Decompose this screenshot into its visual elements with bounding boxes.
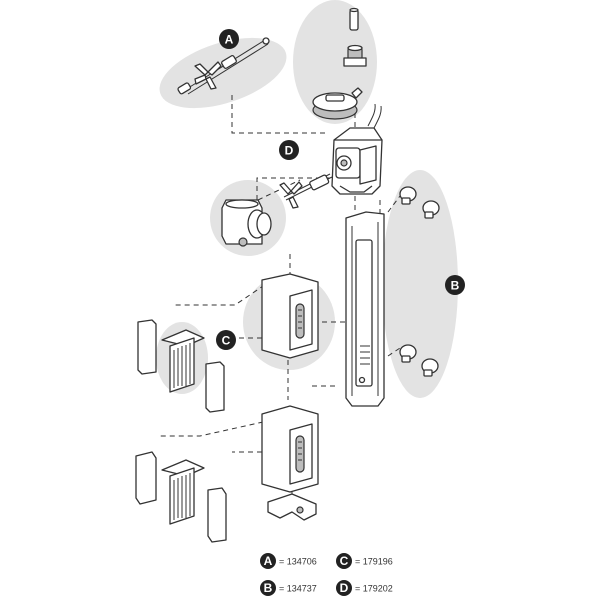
assembly-lines: [160, 95, 401, 500]
nozzle-part: [343, 44, 367, 67]
impeller-shaft-part: [177, 37, 270, 95]
legend-item-c: C = 179196: [336, 553, 393, 569]
legend-item-a-code: = 134706: [279, 557, 317, 567]
legend-item-c-letter: C: [340, 554, 349, 568]
callout-b: B: [445, 275, 465, 295]
legend-item-b: B = 134737: [260, 580, 317, 596]
callout-c: C: [216, 330, 236, 350]
suction-cups: [399, 186, 440, 377]
callout-b-label: B: [451, 279, 460, 293]
filter-sleeve-lower: [261, 405, 319, 493]
pump-motor-housing: [331, 103, 383, 195]
impeller-housing-part: [221, 199, 272, 247]
legend: A = 134706 C = 179196 B = 134737 D = 179…: [260, 553, 393, 596]
filter-sleeve-upper: [261, 273, 319, 359]
callout-a: A: [219, 29, 239, 49]
bubble-a: [159, 37, 287, 109]
bottom-clip-part: [267, 493, 317, 521]
rotor-cover-part: [312, 87, 363, 120]
legend-item-c-code: = 179196: [355, 557, 393, 567]
legend-item-d-code: = 179202: [355, 584, 393, 594]
top-pin-part: [349, 7, 359, 31]
legend-item-d-letter: D: [340, 581, 349, 595]
legend-item-d: D = 179202: [336, 580, 393, 596]
bubble-b: [382, 170, 458, 398]
mounting-rail-part: [345, 211, 385, 407]
filter-grid-upper: [137, 319, 225, 413]
filter-grid-lower: [135, 451, 227, 543]
callout-d-label: D: [285, 144, 294, 158]
impeller-d-blades: [279, 181, 303, 209]
callout-c-label: C: [222, 334, 231, 348]
legend-item-a: A = 134706: [260, 553, 317, 569]
impeller-blades: [194, 61, 222, 90]
callout-a-label: A: [225, 33, 234, 47]
callout-d: D: [279, 140, 299, 160]
impeller-part-d: [279, 173, 333, 209]
legend-item-a-letter: A: [264, 554, 273, 568]
legend-item-b-letter: B: [264, 581, 273, 595]
legend-item-b-code: = 134737: [279, 584, 317, 594]
